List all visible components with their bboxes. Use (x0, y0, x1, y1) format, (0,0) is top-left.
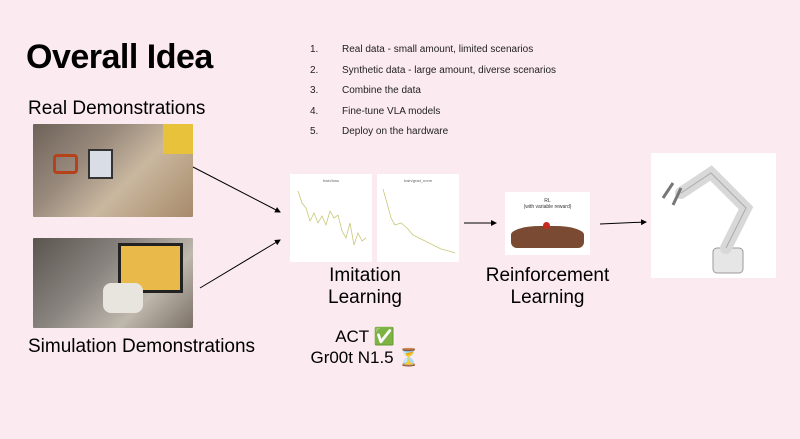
step-number: 5. (310, 126, 319, 137)
label-line: Learning (328, 287, 402, 308)
step-number: 1. (310, 44, 319, 55)
cake-text: RL (544, 198, 551, 204)
laptop-image (88, 149, 113, 179)
robot-arm-image (103, 283, 143, 313)
list-item: 1. Real data - small amount, limited scen… (310, 44, 556, 65)
step-text: Synthetic data - large amount, diverse s… (342, 64, 556, 76)
check-icon: ✅ (373, 327, 395, 346)
label-line: Reinforcement (485, 265, 610, 286)
real-demo-photo (33, 124, 193, 217)
arrow-sim-to-il (199, 239, 281, 289)
list-item: 3. Combine the data (310, 85, 556, 106)
list-item: 2. Synthetic data - large amount, diverse… (310, 65, 556, 86)
robot-arm-icon (661, 165, 754, 274)
label-line: Learning (510, 287, 585, 308)
models-list: ACT ✅ Gr00t N1.5 ⏳ (300, 326, 430, 368)
chart-title: train/grad_norm (403, 178, 433, 183)
robot-arm-image (53, 154, 78, 174)
step-number: 2. (310, 64, 319, 76)
step-number: 4. (310, 105, 319, 117)
step-text: Fine-tune VLA models (342, 105, 441, 117)
hourglass-icon: ⏳ (398, 348, 420, 367)
step-text: Deploy on the hardware (342, 126, 449, 137)
robot-arm-photo (651, 153, 776, 278)
simulation-demo-photo (33, 238, 193, 328)
grad-norm-curve (382, 188, 456, 254)
cherry-icon (543, 222, 550, 229)
cake-icon (511, 226, 584, 248)
step-text: Combine the data (342, 85, 421, 96)
chart-title: train/loss (322, 178, 339, 183)
imitation-learning-label: Imitation Learning (300, 265, 430, 309)
label-line: Imitation (329, 265, 401, 286)
arrow-real-to-il (192, 166, 281, 213)
loss-curve (297, 190, 367, 246)
step-text: Real data - small amount, limited scenar… (342, 44, 534, 55)
real-demonstrations-label: Real Demonstrations (28, 98, 206, 119)
train-grad-norm-chart: train/grad_norm (377, 174, 459, 262)
list-item: 4. Fine-tune VLA models (310, 106, 556, 127)
model-name: Gr00t N1.5 (310, 348, 394, 367)
simulation-demonstrations-label: Simulation Demonstrations (28, 336, 256, 357)
rl-cake-image: RL (with variable reward) (505, 192, 590, 255)
model-name: ACT (335, 327, 369, 346)
train-loss-chart: train/loss (290, 174, 372, 262)
steps-list: 1. Real data - small amount, limited scen… (310, 44, 556, 147)
model-act: ACT ✅ (300, 326, 430, 347)
cake-text: (with variable reward) (523, 204, 572, 210)
step-number: 3. (310, 85, 319, 96)
slide-title: Overall Idea (26, 38, 213, 76)
list-item: 5. Deploy on the hardware (310, 126, 556, 147)
yellow-wall (163, 124, 193, 154)
model-groot: Gr00t N1.5 ⏳ (300, 347, 430, 368)
arrow-rl-to-robot (599, 219, 647, 226)
reinforcement-learning-label: Reinforcement Learning (475, 265, 620, 309)
